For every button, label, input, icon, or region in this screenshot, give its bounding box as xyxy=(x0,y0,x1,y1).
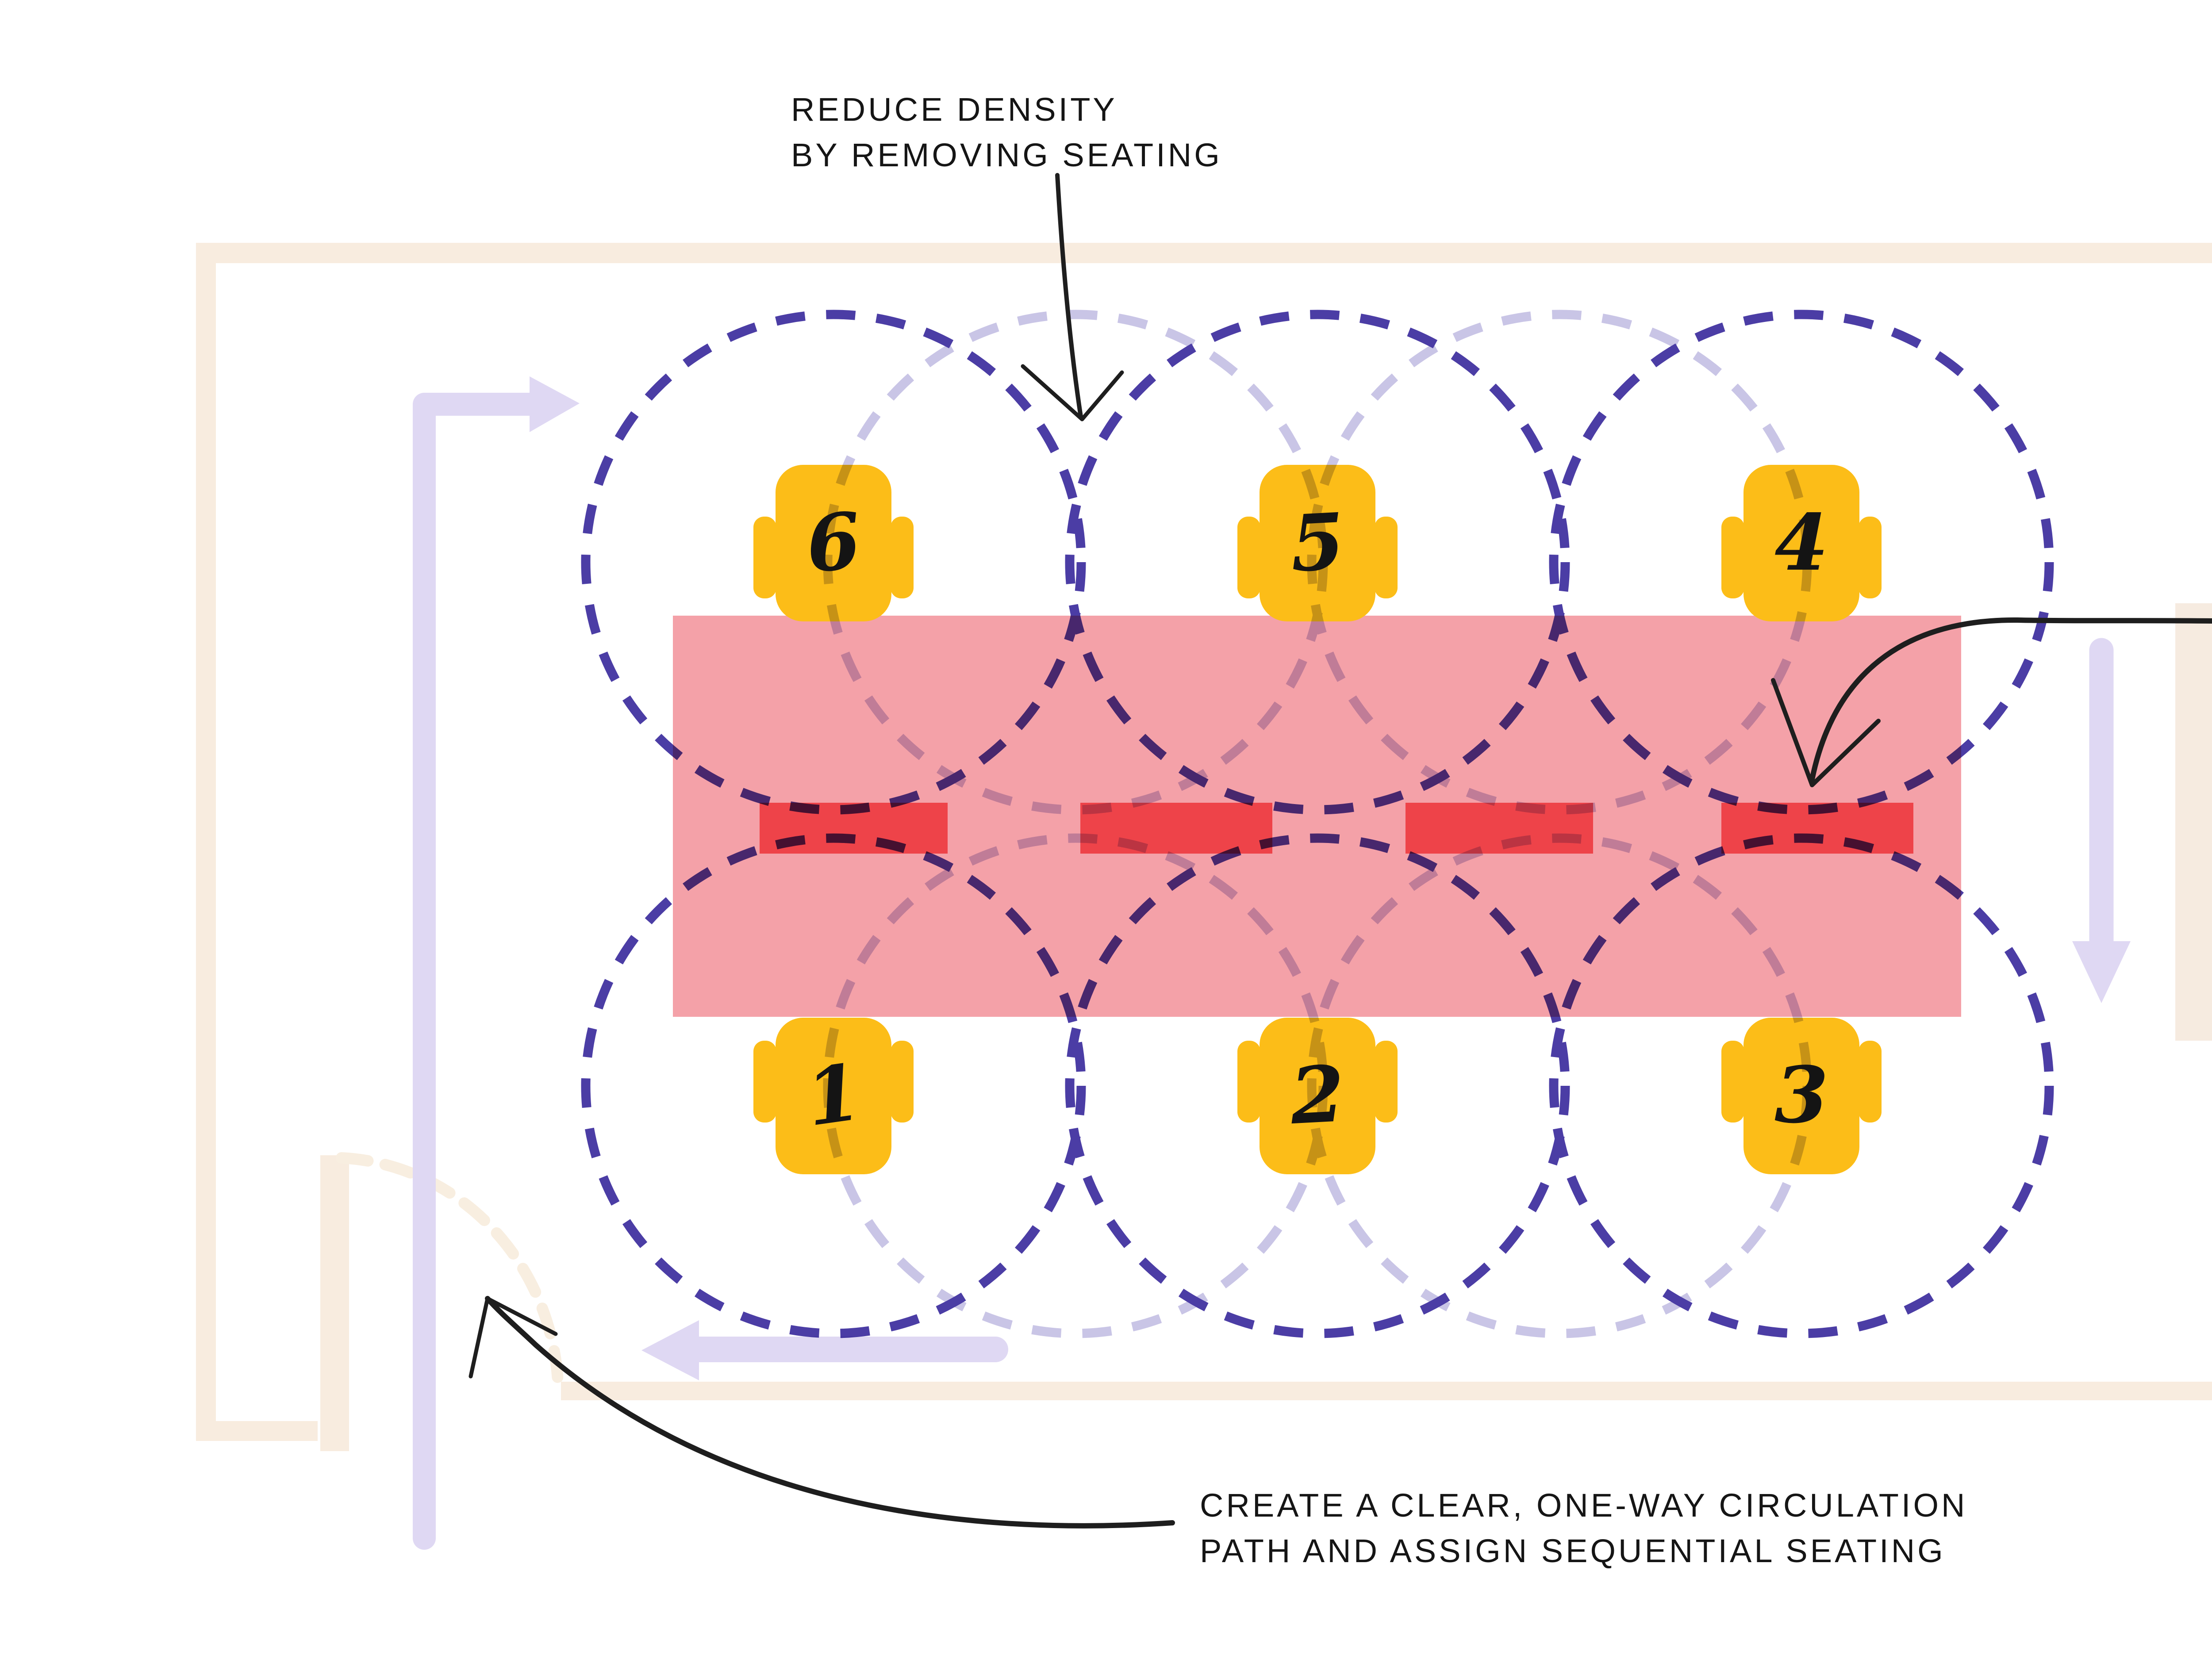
removed-seat-zone-circle xyxy=(823,833,1328,1338)
note-reduce-density-line2: BY REMOVING SEATING xyxy=(791,137,1222,173)
chair-seat-6 xyxy=(753,465,914,621)
divider-screen xyxy=(1406,803,1593,854)
divider-screens xyxy=(760,803,1913,854)
chair-seat-4 xyxy=(1721,465,1882,621)
room-outline xyxy=(196,243,2212,1451)
distance-zones xyxy=(581,310,2054,1338)
circulation-right-arrow-icon xyxy=(530,376,580,432)
circulation-down-arrow-icon xyxy=(2072,941,2131,1003)
seat-number-1: 1 xyxy=(800,1046,867,1144)
chair-seat-5 xyxy=(1237,465,1398,621)
occupied-seat-zone-circle xyxy=(1065,833,1570,1338)
circulation-entry-line xyxy=(413,393,541,1550)
note-reduce-density: REDUCE DENSITY BY REMOVING SEATING xyxy=(791,87,1222,178)
occupied-seat-zones xyxy=(581,310,2054,1338)
annotation-arrow-down-icon xyxy=(1021,173,1124,421)
wall-top xyxy=(196,243,2212,263)
removed-seat-zone-circle xyxy=(1307,310,1812,815)
note-circulation-line1: CREATE A CLEAR, ONE-WAY CIRCULATION xyxy=(1200,1487,1968,1524)
ink-annotation-arrows xyxy=(469,173,2212,1529)
circulation-left-arrow-icon xyxy=(641,1320,699,1380)
seat-number-6: 6 xyxy=(803,495,864,590)
chair-seat-1 xyxy=(753,1018,914,1174)
wall-bottom-left-segment xyxy=(196,1421,318,1441)
note-circulation: CREATE A CLEAR, ONE-WAY CIRCULATION PATH… xyxy=(1200,1483,1968,1574)
chairs xyxy=(753,465,1882,1174)
door-jamb-stub xyxy=(320,1155,349,1451)
circulation-path xyxy=(413,376,2131,1550)
seat-number-2: 2 xyxy=(1288,1048,1347,1142)
seat-number-5: 5 xyxy=(1288,496,1347,590)
occupied-seat-zone-circle xyxy=(581,310,1086,815)
chair-seat-2 xyxy=(1237,1018,1398,1174)
wall-left xyxy=(196,243,216,1441)
wall-bottom-right-segment xyxy=(561,1382,2212,1400)
occupied-seat-zone-circle xyxy=(1549,310,2054,815)
removed-seat-zone-circle xyxy=(823,310,1328,815)
occupied-seat-zone-circle xyxy=(1549,833,2054,1338)
seat-number-4: 4 xyxy=(1774,498,1828,588)
removed-seat-zones xyxy=(823,310,1812,1338)
wall-right-stub xyxy=(2175,603,2212,1041)
removed-seat-zone-circle xyxy=(1307,833,1812,1338)
seat-number-3: 3 xyxy=(1774,1050,1828,1141)
divider-screen xyxy=(1080,803,1272,854)
door-swing-arc xyxy=(336,1152,564,1399)
occupied-seat-zone-circle xyxy=(581,833,1086,1338)
annotation-arrow-up-left-icon xyxy=(469,1296,1175,1529)
chair-seat-3 xyxy=(1721,1018,1882,1174)
note-reduce-density-line1: REDUCE DENSITY xyxy=(791,91,1118,128)
occupied-seat-zone-circle xyxy=(1065,310,1570,815)
note-circulation-line2: PATH AND ASSIGN SEQUENTIAL SEATING xyxy=(1200,1533,1946,1569)
annotation-arrow-curved-down-icon xyxy=(1771,617,2212,787)
